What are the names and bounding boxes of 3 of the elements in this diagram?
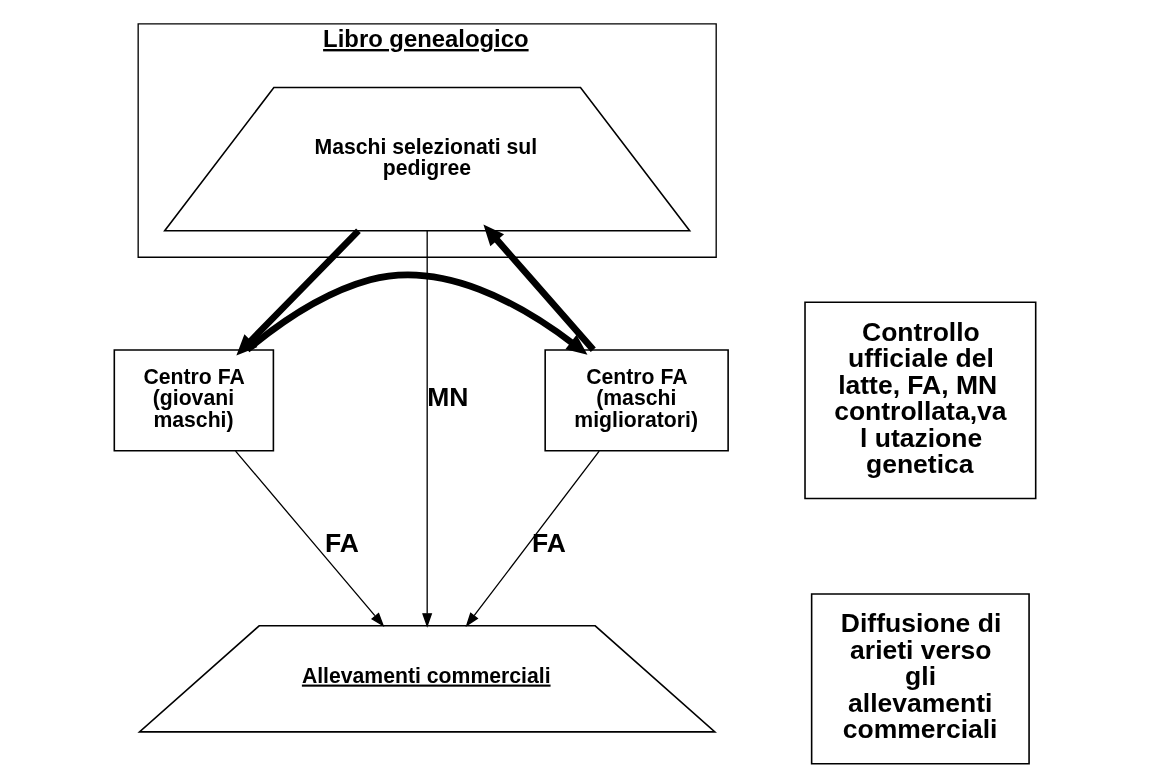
edge-label: FA <box>325 527 359 558</box>
edge-label: FA <box>531 527 566 558</box>
edge-label: MN <box>427 381 469 412</box>
